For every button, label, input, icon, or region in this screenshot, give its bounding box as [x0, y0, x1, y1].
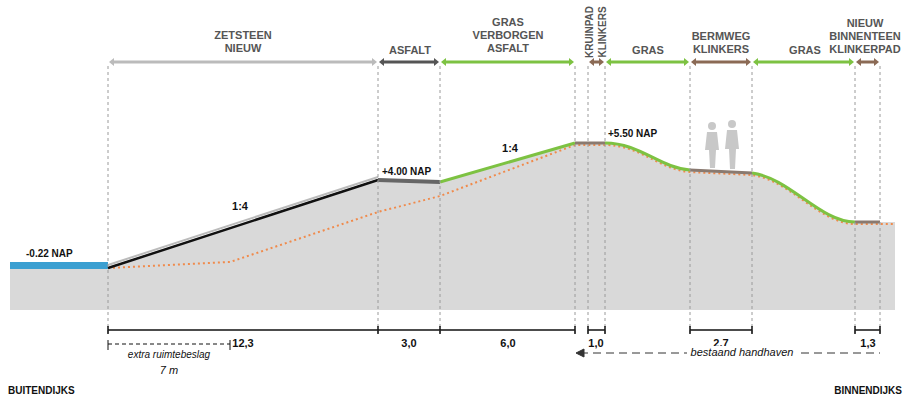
zone-label: ZETSTEEN NIEUW — [207, 29, 279, 55]
arrow-head — [746, 58, 751, 66]
guide-line — [588, 66, 589, 336]
dimension-tick — [604, 326, 606, 334]
guide-line — [880, 66, 881, 336]
note: 7 m — [160, 364, 178, 377]
dimension: 12,3 — [232, 337, 253, 350]
guide-line — [690, 66, 691, 336]
dike-body — [10, 143, 895, 310]
set-stone-top — [108, 177, 378, 265]
arrow-head — [441, 58, 446, 66]
arrow-head — [599, 58, 604, 66]
zone-label: GRAS VERBORGEN ASFALT — [471, 16, 545, 55]
layout-strokes — [108, 58, 880, 336]
zone-arrow — [446, 61, 569, 64]
guide-line — [605, 66, 606, 336]
slope-ratio: 1:4 — [232, 200, 248, 213]
level-label: +4.00 NAP — [382, 165, 431, 178]
people — [705, 120, 739, 169]
asphalt-berm — [378, 180, 440, 182]
arrow-head — [691, 58, 696, 66]
dimension: 3,0 — [401, 337, 416, 350]
zone-arrow — [758, 61, 849, 64]
grass-inner — [605, 143, 690, 170]
dimension-tick — [854, 326, 856, 334]
dimension: 1,3 — [860, 337, 875, 350]
dimension-tick — [689, 326, 691, 334]
zone-arrow — [611, 61, 684, 64]
set-stone-slope — [108, 180, 378, 268]
dimension-tick — [879, 326, 881, 334]
guide-line — [378, 66, 379, 336]
arrow-head — [849, 58, 854, 66]
dimension-tick — [587, 326, 589, 334]
guide-line — [575, 66, 576, 336]
berm-road — [690, 170, 752, 173]
zone-label: NIEUW BINNENTEEN KLINKERPAD — [826, 17, 904, 56]
zone-label: KRUINPAD KLINKERS — [583, 2, 609, 62]
extent-bracket — [108, 340, 230, 350]
guide-line — [108, 66, 109, 336]
dimension: 6,0 — [500, 337, 515, 350]
zone-arrow — [594, 61, 599, 64]
dimension-lines — [108, 329, 880, 331]
zone-label: GRAS — [632, 44, 664, 57]
arrow-head — [109, 58, 114, 66]
arrow-head — [434, 58, 439, 66]
zone-label: ASFALT — [389, 44, 431, 57]
grass-inner-lower — [752, 173, 855, 222]
toe-path — [855, 221, 880, 224]
zone-label: GRAS — [789, 44, 821, 57]
arrow-head — [379, 58, 384, 66]
zone-arrow — [384, 61, 434, 64]
dimension-tick — [377, 326, 379, 334]
arrow-head — [372, 58, 377, 66]
guide-line — [855, 66, 856, 336]
water — [10, 262, 108, 269]
side-label: BUITENDIJKS — [8, 384, 75, 397]
guide-line — [752, 66, 753, 336]
side-label: BINNENDIJKS — [834, 384, 902, 397]
zone-arrow — [114, 61, 372, 64]
dimension-tick — [574, 326, 576, 334]
dimension-tick — [751, 326, 753, 334]
arrow-head — [589, 58, 594, 66]
slope-ratio: 1:4 — [502, 142, 518, 155]
dimension: 1,0 — [588, 337, 603, 350]
level-label: +5.50 NAP — [608, 127, 657, 140]
level-label: -0.22 NAP — [26, 247, 73, 260]
arrow-head — [684, 58, 689, 66]
zone-arrow — [861, 61, 874, 64]
arrow-head — [606, 58, 611, 66]
arrow-head — [753, 58, 758, 66]
arrow-head — [569, 58, 574, 66]
note: bestaand handhaven — [687, 346, 798, 359]
dimension-tick — [107, 326, 109, 334]
arrow-head — [874, 58, 879, 66]
zone-arrow — [696, 61, 746, 64]
note: extra ruimtebeslag — [128, 348, 210, 361]
arrow-head — [856, 58, 861, 66]
guide-line — [440, 66, 441, 336]
grass-outer — [440, 143, 575, 182]
dimension-tick — [439, 326, 441, 334]
crown-path — [575, 142, 605, 145]
zone-label: BERMWEG KLINKERS — [689, 30, 753, 56]
